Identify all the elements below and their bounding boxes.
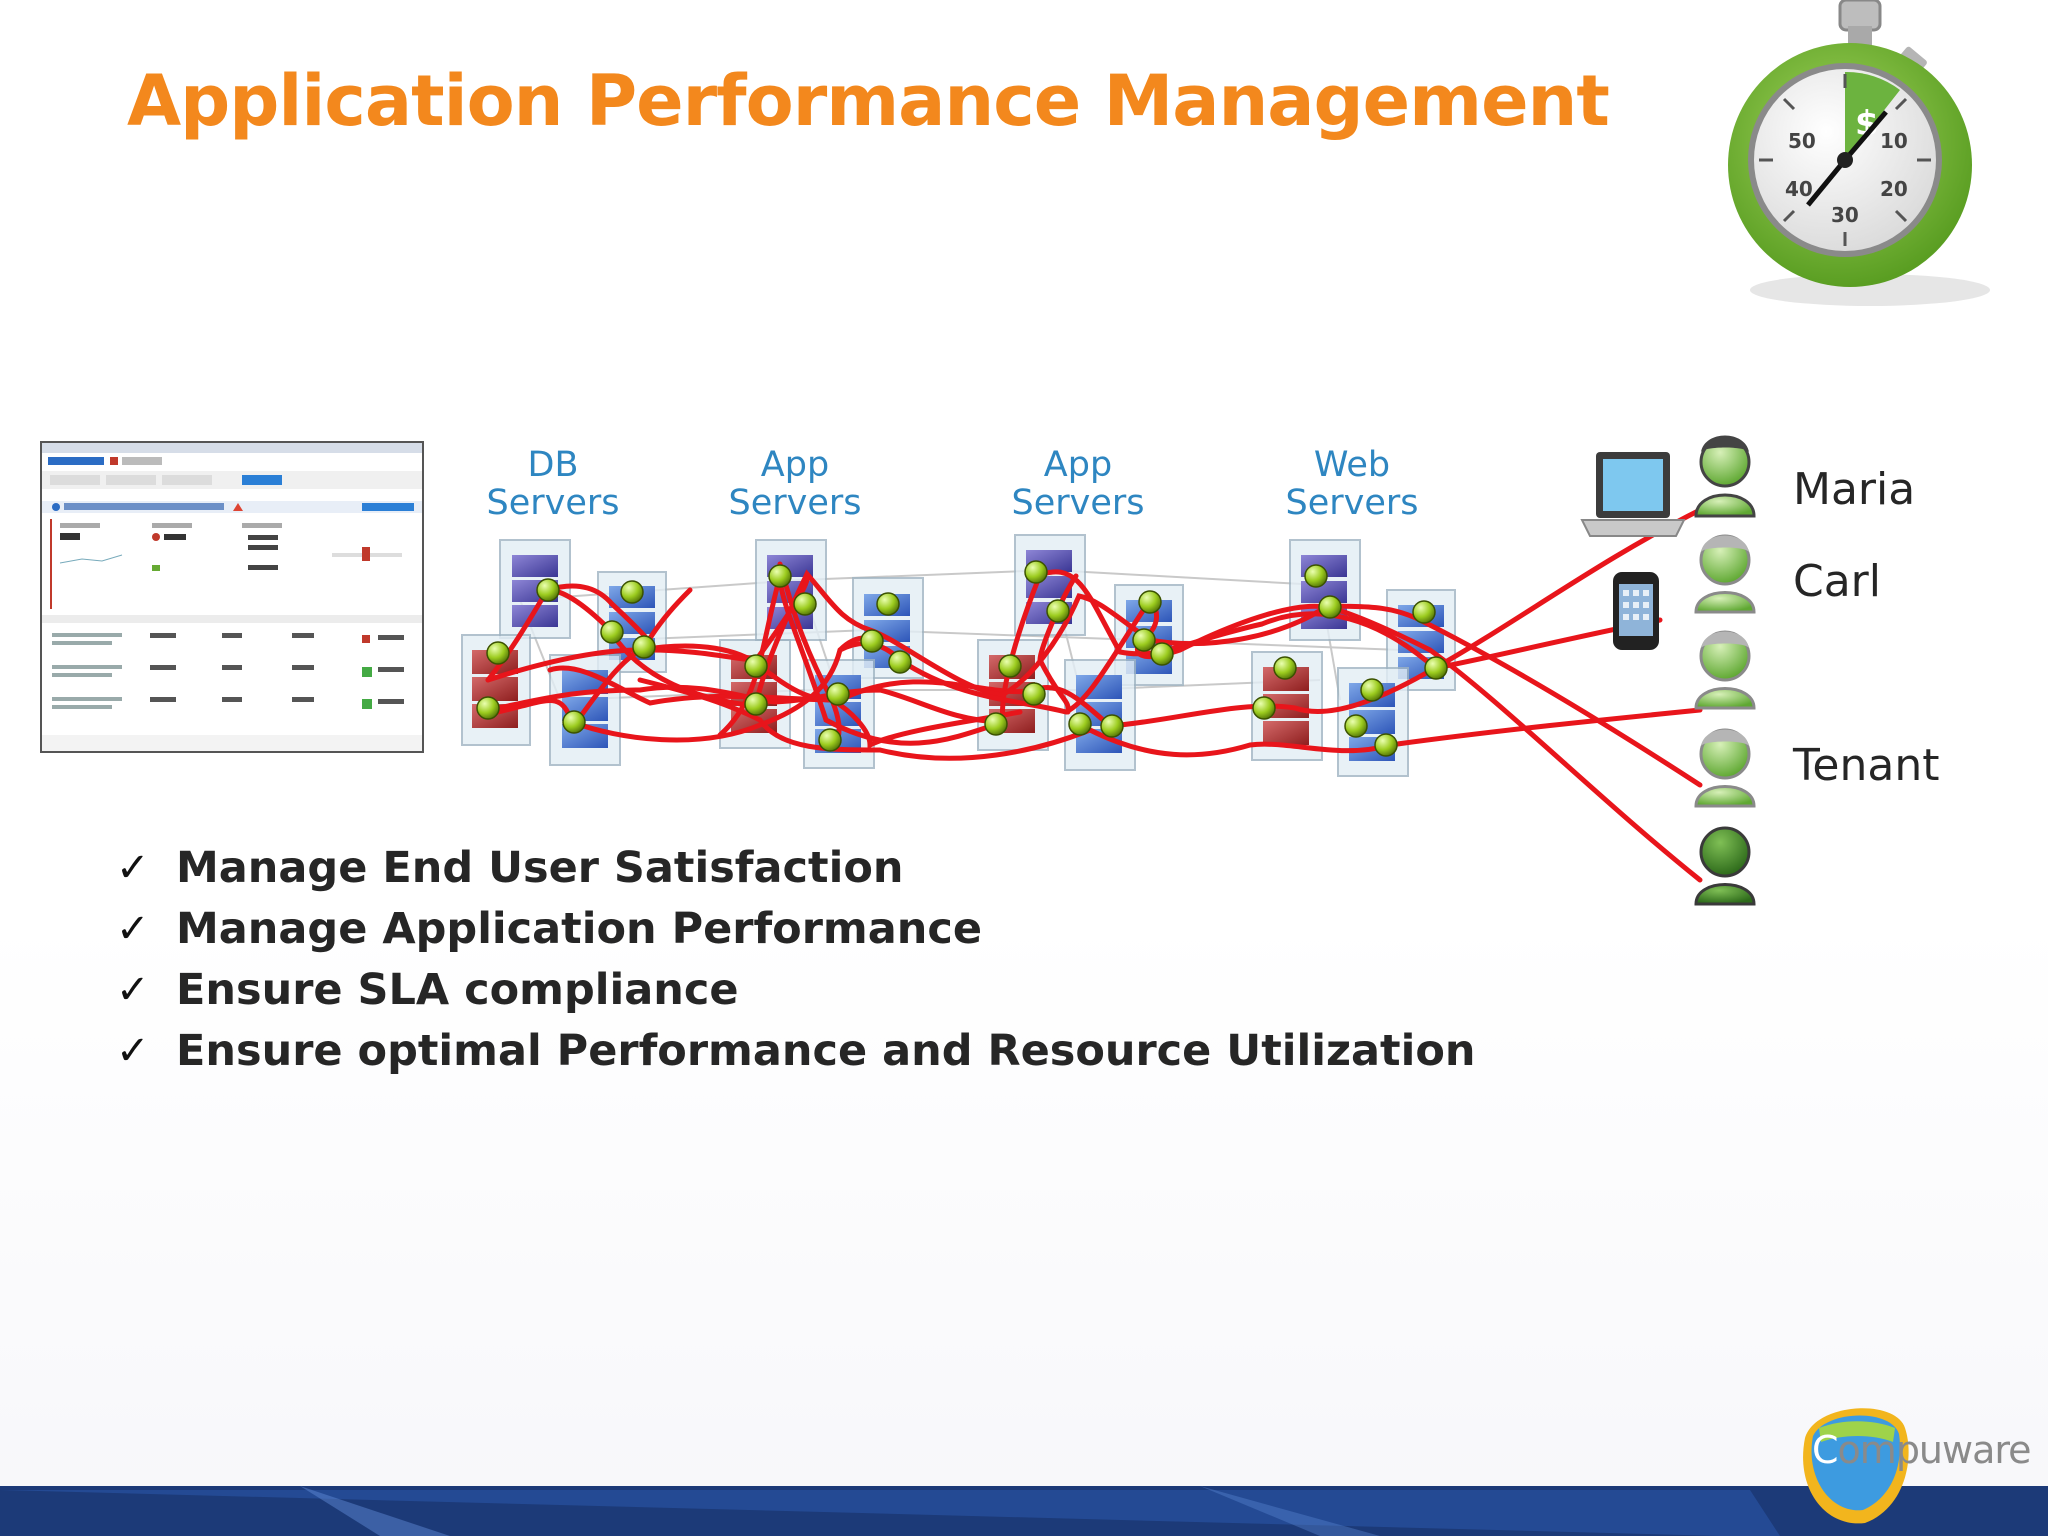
instrumentation-nodes — [476, 560, 1448, 757]
compuware-wordmark: Compuware — [1812, 1428, 2032, 1472]
checkmark-icon: ✓ — [116, 845, 150, 891]
user-icon-dark — [1694, 826, 1756, 906]
compuware-logo — [1803, 1408, 1909, 1524]
user-icon-maria — [1694, 435, 1756, 518]
mobile-phone-icon — [1613, 572, 1659, 650]
svg-text:30: 30 — [1831, 203, 1859, 227]
user-icon-carl — [1694, 534, 1756, 614]
footer-band — [0, 1486, 2048, 1536]
checkmark-icon: ✓ — [116, 967, 150, 1013]
transaction-flows — [485, 507, 1703, 883]
laptop-icon — [1580, 452, 1686, 537]
svg-text:10: 10 — [1880, 129, 1908, 153]
user-label-tenant: Tenant — [1793, 740, 1940, 791]
dashboard-screenshot — [40, 441, 424, 753]
svg-text:$: $ — [1855, 104, 1879, 144]
benefit-list: ✓Manage End User Satisfaction ✓Manage Ap… — [112, 838, 1476, 1082]
user-label-maria: Maria — [1793, 464, 1916, 515]
svg-text:40: 40 — [1785, 177, 1813, 201]
slide-title: Application Performance Management — [127, 60, 1610, 142]
svg-text:50: 50 — [1788, 129, 1816, 153]
user-icon-tenant — [1694, 728, 1756, 808]
benefit-item: ✓Manage End User Satisfaction — [112, 838, 1476, 899]
svg-text:20: 20 — [1880, 177, 1908, 201]
stopwatch-icon: 50 10 40 20 30 $ — [1728, 0, 1990, 306]
checkmark-icon: ✓ — [116, 1028, 150, 1074]
benefit-item: ✓Ensure optimal Performance and Resource… — [112, 1021, 1476, 1082]
benefit-item: ✓Manage Application Performance — [112, 899, 1476, 960]
user-icon — [1694, 630, 1756, 710]
checkmark-icon: ✓ — [116, 906, 150, 952]
server-stack — [461, 634, 531, 746]
user-label-carl: Carl — [1793, 556, 1881, 607]
server-stack — [1289, 539, 1361, 641]
benefit-item: ✓Ensure SLA compliance — [112, 960, 1476, 1021]
